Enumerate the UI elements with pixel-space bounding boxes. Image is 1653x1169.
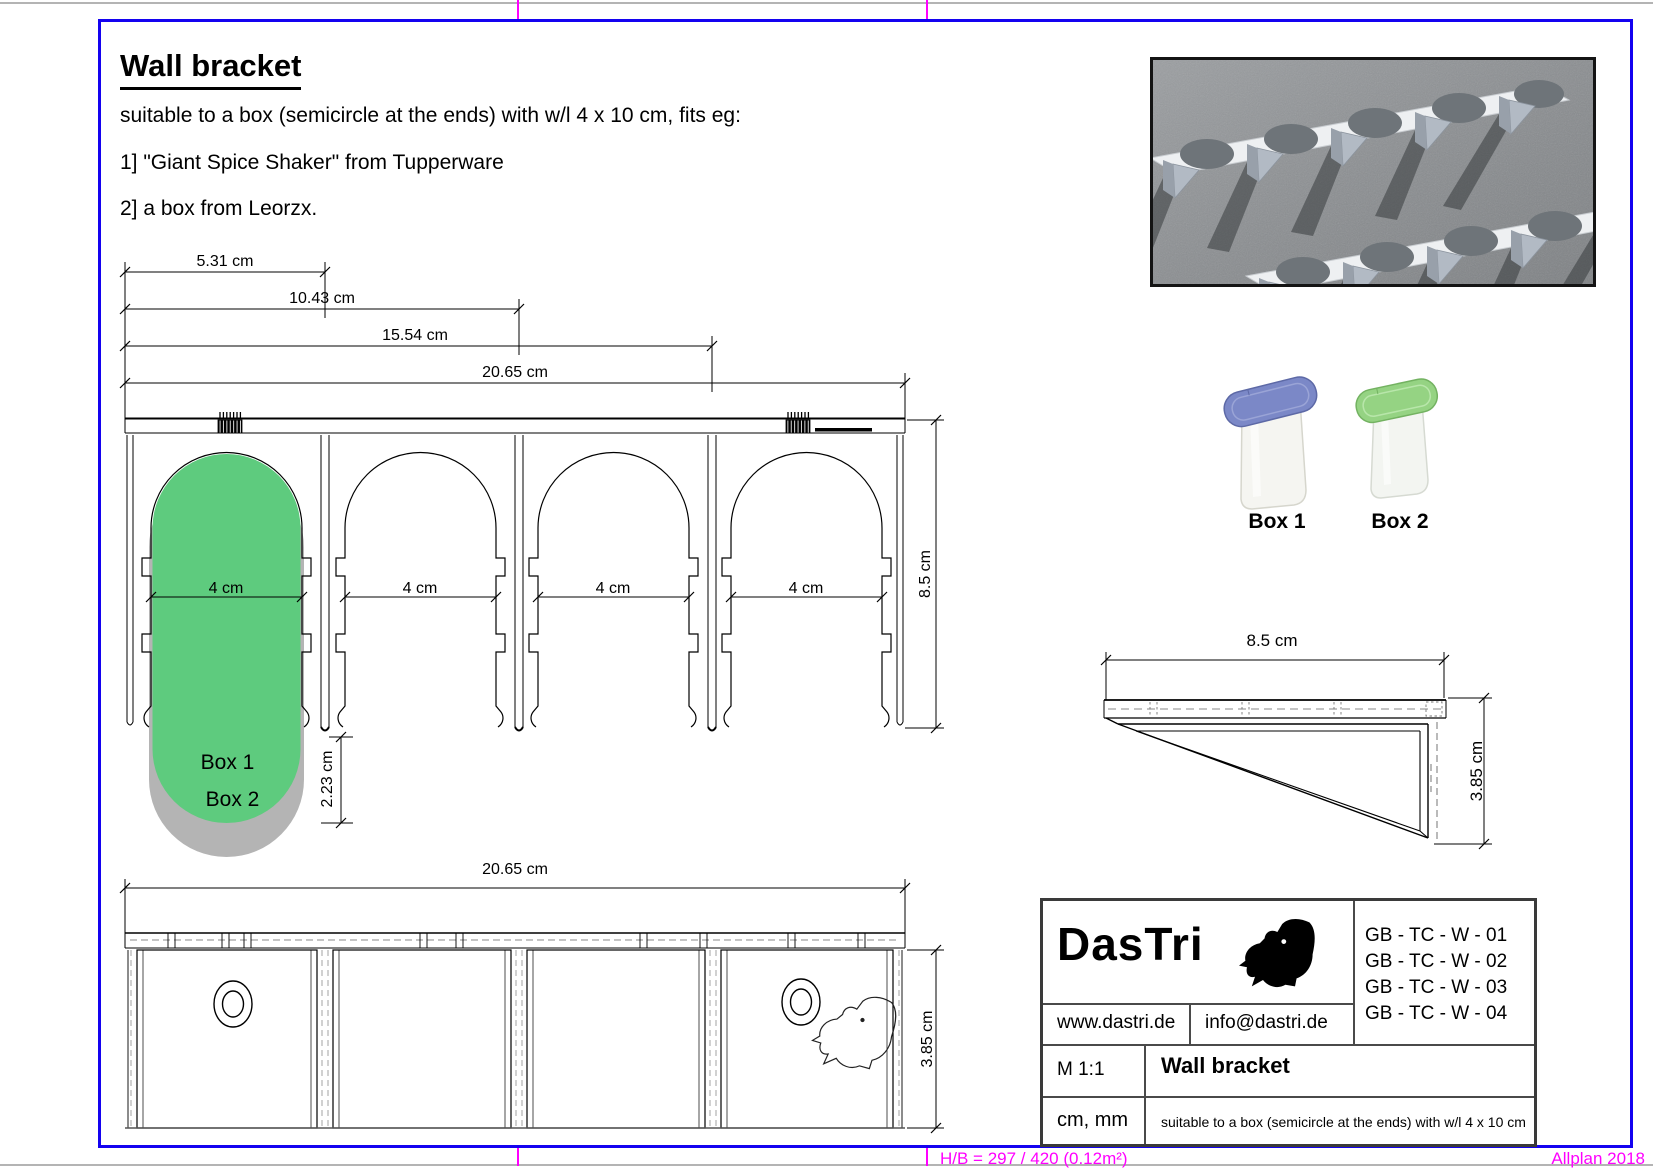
page-title: Wall bracket xyxy=(120,48,302,90)
box1-capsule xyxy=(152,454,301,823)
front-slot-dims xyxy=(145,591,888,603)
front-height-dim xyxy=(905,414,944,734)
box1-photo xyxy=(1223,376,1318,510)
front-walls xyxy=(126,435,904,732)
rhino-logo-icon xyxy=(1239,918,1315,988)
rhino-engraving xyxy=(811,996,897,1070)
screw-hole-left xyxy=(213,980,253,1028)
side-view-drawing xyxy=(1100,652,1492,850)
product-box1-label: Box 1 xyxy=(1248,510,1306,533)
dim-label-20-65: 20.65 cm xyxy=(482,364,548,381)
titleblock-divider xyxy=(1144,1044,1146,1144)
bottom-window-edge xyxy=(0,1164,1653,1166)
titleblock-divider xyxy=(1043,1044,1534,1046)
drawing-codes: GB - TC - W - 01 GB - TC - W - 02 GB - T… xyxy=(1365,923,1507,1027)
front-box2-label: Box 2 xyxy=(205,788,260,811)
fold-mark-top-left xyxy=(517,0,519,19)
dim-label-slot2: 4 cm xyxy=(402,580,438,597)
dim-label-bottom-width: 20.65 cm xyxy=(482,861,548,878)
front-box1-label: Box 1 xyxy=(200,751,255,774)
drawing-code: GB - TC - W - 02 xyxy=(1365,951,1508,972)
drawing-code: GB - TC - W - 01 xyxy=(1365,925,1508,946)
bottom-rail xyxy=(124,932,906,949)
fixing-clip-right xyxy=(785,419,811,434)
titleblock-divider xyxy=(1353,901,1355,1044)
front-slot-profiles xyxy=(141,451,892,728)
front-top-rail xyxy=(124,412,906,434)
product-box2-label: Box 2 xyxy=(1371,510,1429,533)
fold-mark-top-right xyxy=(926,0,928,19)
dim-label-slot1: 4 cm xyxy=(208,580,244,597)
header-subtitle: suitable to a box (semicircle at the end… xyxy=(120,104,741,127)
header-item-2: 2] a box from Leorzx. xyxy=(120,197,318,220)
dim-label-10-43: 10.43 cm xyxy=(289,290,355,307)
sheet-border xyxy=(98,19,1633,1148)
bottom-dim-width xyxy=(119,879,911,933)
status-app-name: Allplan 2018 xyxy=(1551,1149,1645,1168)
front-view-drawing xyxy=(119,262,944,857)
dim-label-side-height: 3.85 cm xyxy=(1467,740,1486,802)
drawing-title: Wall bracket xyxy=(1161,1053,1290,1078)
company-email: info@dastri.de xyxy=(1205,1012,1328,1033)
render-photo-graphic xyxy=(1153,60,1593,284)
title-block: DasTri GB - TC - W - 01 GB - TC - W - 02… xyxy=(1040,898,1537,1147)
drawing-units: cm, mm xyxy=(1057,1109,1129,1131)
front-offset-dim xyxy=(321,731,353,829)
dim-label-side-depth: 8.5 cm xyxy=(1246,631,1298,650)
bottom-panels xyxy=(125,949,905,1129)
titleblock-divider xyxy=(1043,1003,1353,1005)
box2-photo xyxy=(1355,378,1439,499)
fixing-clip-left xyxy=(217,419,243,434)
bottom-dim-depth xyxy=(907,944,944,1134)
titleblock-divider xyxy=(1043,1096,1534,1098)
dim-label-front-height: 8.5 cm xyxy=(917,550,934,599)
top-window-edge xyxy=(0,2,1653,4)
drawing-code: GB - TC - W - 03 xyxy=(1365,977,1508,998)
dim-label-slot4: 4 cm xyxy=(788,580,824,597)
company-logo-text: DasTri xyxy=(1057,918,1204,970)
titleblock-divider xyxy=(1189,1003,1191,1044)
dim-label-offset: 2.23 cm xyxy=(319,750,336,808)
dim-label-slot3: 4 cm xyxy=(595,580,631,597)
front-dim-lines xyxy=(119,262,911,420)
dim-label-15-54: 15.54 cm xyxy=(382,327,448,344)
screw-hole-right xyxy=(781,978,821,1026)
status-sheet-size: H/B = 297 / 420 (0.12m²) xyxy=(940,1149,1128,1168)
fold-mark-bottom-left xyxy=(517,1148,519,1166)
drawing-description: suitable to a box (semicircle at the end… xyxy=(1161,1114,1526,1130)
company-website: www.dastri.de xyxy=(1057,1012,1176,1033)
drawing-scale: M 1:1 xyxy=(1057,1059,1105,1080)
dim-label-bottom-depth: 3.85 cm xyxy=(919,1010,936,1068)
side-dim-height xyxy=(1434,692,1492,850)
bottom-view-drawing xyxy=(119,879,944,1134)
dim-label-5-31: 5.31 cm xyxy=(196,253,254,270)
render-photo xyxy=(1150,57,1596,287)
drawing-code: GB - TC - W - 04 xyxy=(1365,1003,1508,1024)
side-dim-depth xyxy=(1100,652,1450,700)
side-plate xyxy=(1103,699,1447,719)
fold-mark-bottom-right xyxy=(926,1148,928,1166)
side-gusset xyxy=(1105,717,1438,842)
header-item-1: 1] "Giant Spice Shaker" from Tupperware xyxy=(120,151,504,174)
